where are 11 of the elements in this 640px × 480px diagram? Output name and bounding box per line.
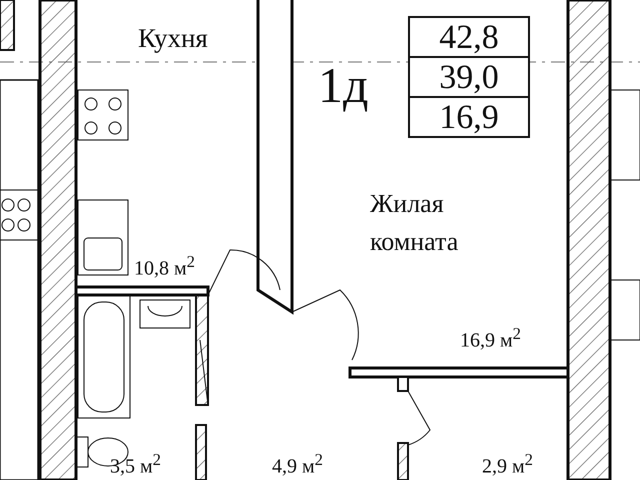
- area-label: 10,8 м$^{2}$: [134, 254, 195, 279]
- table-cell: 16,9: [408, 96, 530, 138]
- room-label: Жилая комната: [370, 188, 460, 258]
- room-label: Кухня: [138, 25, 208, 52]
- table-cell: 39,0: [408, 56, 530, 98]
- area-label: 4,9 м$^{2}$: [272, 452, 323, 477]
- area-label: 16,9 м$^{2}$: [460, 326, 521, 351]
- table-cell: 42,8: [408, 16, 530, 58]
- area-label: 3,5 м$^{2}$: [110, 452, 161, 477]
- area-label: 2,9 м$^{2}$: [482, 452, 533, 477]
- apartment-number: 1д: [318, 60, 368, 110]
